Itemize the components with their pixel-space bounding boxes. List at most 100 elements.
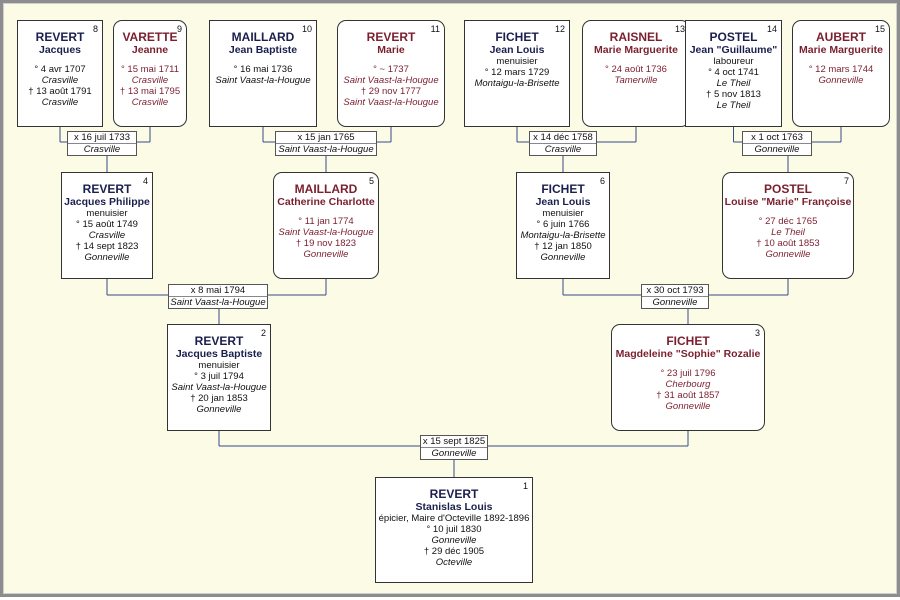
sosa-number: 4 [142, 176, 148, 186]
marriage-date: x 8 mai 1794 [190, 285, 246, 296]
surname: POSTEL [709, 30, 758, 44]
birth-place: Tamerville [614, 75, 658, 86]
death-date: † 31 août 1857 [656, 390, 720, 401]
birth-date: ° 27 déc 1765 [758, 216, 818, 227]
sosa-number: 5 [368, 176, 374, 186]
birth-date: ° 16 mai 1736 [233, 64, 293, 75]
occupation: menuisier [496, 56, 538, 67]
birth-place: Cherbourg [665, 379, 711, 390]
surname: RAISNEL [609, 30, 663, 44]
given-names: Marie Marguerite [593, 44, 679, 56]
given-names: Jean Baptiste [228, 44, 298, 56]
death-date: † 29 nov 1777 [360, 86, 422, 97]
surname: REVERT [35, 30, 85, 44]
surname: REVERT [194, 334, 244, 348]
birth-date: ° 24 août 1736 [605, 64, 667, 75]
birth-date: ° 4 avr 1707 [34, 64, 86, 75]
sosa-number: 9 [176, 24, 182, 34]
birth-date: ° 3 juil 1794 [194, 371, 244, 382]
birth-date: ° 12 mars 1729 [484, 67, 550, 78]
given-names: Jean Louis [489, 44, 545, 56]
birth-date: ° 11 jan 1774 [298, 216, 354, 227]
birth-place: Saint Vaast-la-Hougue [215, 75, 311, 86]
death-place: Le Theil [716, 100, 751, 111]
marriage-date: x 15 jan 1765 [297, 132, 355, 143]
occupation: menuisier [542, 208, 584, 219]
marriage-place: Gonneville [421, 447, 487, 459]
marriage-date: x 16 juil 1733 [74, 132, 130, 143]
marriage-place: Gonneville [743, 143, 811, 155]
surname: FICHET [666, 334, 710, 348]
given-names: Catherine Charlotte [277, 196, 375, 208]
given-names: Stanislas Louis [415, 501, 493, 513]
birth-place: Crasville [88, 230, 126, 241]
birth-place: Saint Vaast-la-Hougue [278, 227, 374, 238]
occupation: menuisier [198, 360, 240, 371]
birth-place: Gonneville [431, 535, 477, 546]
marriage-place: Saint Vaast-la-Hougue [169, 296, 267, 308]
birth-date: ° 12 mars 1744 [808, 64, 874, 75]
surname: MAILLARD [231, 30, 295, 44]
given-names: Jean "Guillaume" [689, 44, 778, 56]
sosa-number: 15 [874, 24, 885, 34]
marriage-date: x 30 oct 1793 [646, 285, 704, 296]
given-names: Jacques [38, 44, 82, 56]
sosa-number: 6 [599, 176, 605, 186]
death-place: Gonneville [196, 404, 242, 415]
birth-place: Saint Vaast-la-Hougue [343, 75, 439, 86]
given-names: Marie [377, 44, 405, 56]
birth-date: ° 10 juil 1830 [426, 524, 482, 535]
birth-place: Montaigu-la-Brisette [520, 230, 606, 241]
given-names: Magdeleine "Sophie" Rozalie [615, 348, 761, 360]
death-place: Crasville [131, 97, 169, 108]
death-date: † 13 août 1791 [28, 86, 92, 97]
birth-place: Montaigu-la-Brisette [474, 78, 560, 89]
marriage-place: Crasville [530, 143, 596, 155]
surname: MAILLARD [294, 182, 358, 196]
death-date: † 20 jan 1853 [190, 393, 248, 404]
surname: REVERT [366, 30, 416, 44]
occupation: épicier, Maire d'Octeville 1892-1896 [378, 513, 530, 524]
death-date: † 12 jan 1850 [534, 241, 592, 252]
marriage-place: Gonneville [642, 296, 708, 308]
birth-place: Saint Vaast-la-Hougue [171, 382, 267, 393]
marriage-place: Saint Vaast-la-Hougue [276, 143, 376, 155]
sosa-number: 13 [674, 24, 685, 34]
birth-date: ° 15 août 1749 [76, 219, 138, 230]
death-date: † 29 déc 1905 [423, 546, 485, 557]
birth-place: Crasville [131, 75, 169, 86]
birth-date: ° 15 mai 1711 [120, 64, 180, 75]
marriage-date: x 14 déc 1758 [533, 132, 593, 143]
sosa-number: 7 [843, 176, 849, 186]
sosa-number: 1 [522, 481, 528, 491]
birth-date: ° 6 juin 1766 [536, 219, 590, 230]
given-names: Louise "Marie" Françoise [724, 196, 852, 208]
birth-place: Le Theil [716, 78, 751, 89]
marriage-place: Crasville [68, 143, 136, 155]
sosa-number: 11 [430, 24, 440, 34]
marriage-date: x 15 sept 1825 [422, 436, 486, 447]
marriage-date: x 1 oct 1763 [751, 132, 803, 143]
given-names: Jean Louis [535, 196, 591, 208]
